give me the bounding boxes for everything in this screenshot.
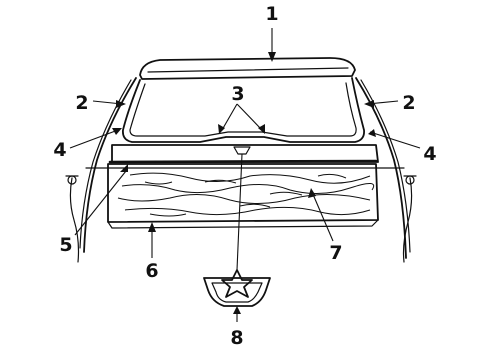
callout-4-right: 4 xyxy=(423,143,436,165)
callout-3: 3 xyxy=(231,83,244,105)
callout-5: 5 xyxy=(59,234,72,256)
callout-6: 6 xyxy=(145,260,158,282)
roof-weatherstrip xyxy=(139,57,356,80)
callout-8: 8 xyxy=(230,327,243,349)
callout-1: 1 xyxy=(265,3,278,25)
callout-7: 7 xyxy=(329,242,342,264)
callout-2-left: 2 xyxy=(75,92,88,114)
liftgate-glass xyxy=(122,77,365,143)
left-pillar xyxy=(65,175,80,263)
molding-strip xyxy=(108,159,378,164)
callout-4-left: 4 xyxy=(53,139,66,161)
leader-lines xyxy=(69,28,421,322)
liftgate-body xyxy=(85,144,405,229)
center-latch xyxy=(233,146,251,155)
right-pillar xyxy=(402,175,417,263)
callout-2-right: 2 xyxy=(402,92,415,114)
emblem xyxy=(203,269,271,307)
woodgrain-applique xyxy=(117,172,375,217)
